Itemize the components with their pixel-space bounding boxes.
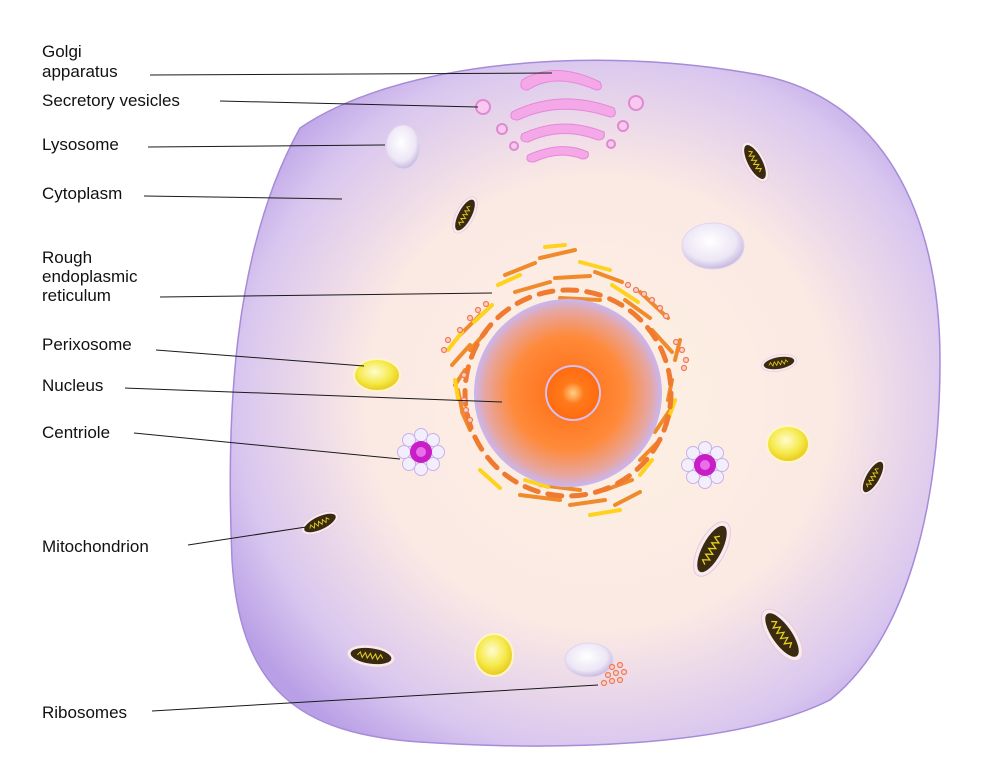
label-ribosomes: Ribosomes — [42, 703, 127, 722]
label-golgi-line1: Golgi — [42, 42, 82, 61]
label-secretory-vesicles: Secretory vesicles — [42, 91, 180, 110]
labels: Golgi apparatus Secretory vesicles Lysos… — [42, 42, 180, 722]
free-ribosomes — [600, 661, 628, 687]
perixosomes — [353, 358, 810, 677]
label-cytoplasm: Cytoplasm — [42, 184, 122, 203]
er-ribosomes — [440, 281, 690, 424]
label-rough-er-line1: Rough — [42, 248, 92, 267]
label-rough-er-line2: endoplasmic — [42, 267, 138, 286]
nucleolus — [545, 365, 601, 421]
label-nucleus: Nucleus — [42, 376, 103, 395]
leader-lines — [124, 72, 599, 712]
label-centriole: Centriole — [42, 423, 110, 442]
label-golgi-line2: apparatus — [42, 62, 118, 81]
label-perixosome: Perixosome — [42, 335, 132, 354]
label-lysosome: Lysosome — [42, 135, 119, 154]
label-rough-er-line3: reticulum — [42, 286, 111, 305]
nucleus — [474, 299, 662, 487]
label-mitochondrion: Mitochondrion — [42, 537, 149, 556]
golgi-apparatus — [510, 70, 616, 163]
lysosomes — [385, 124, 745, 678]
